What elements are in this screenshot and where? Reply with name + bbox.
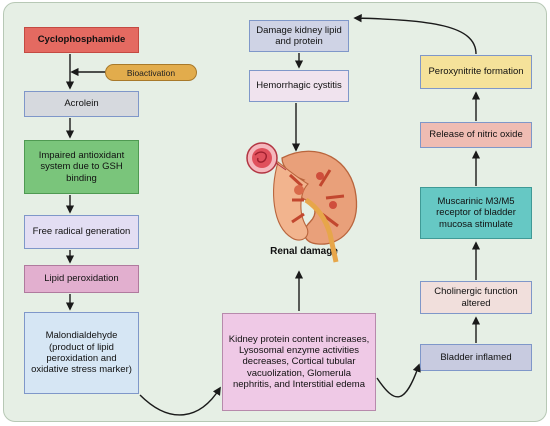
node-damage-kidney-label: Damage kidney lipid and protein bbox=[256, 24, 342, 47]
node-bladder-inflamed-label: Bladder inflamed bbox=[440, 351, 512, 363]
node-acrolein: Acrolein bbox=[24, 91, 139, 117]
node-damage-kidney: Damage kidney lipid and protein bbox=[249, 20, 349, 52]
arrow-kidney-bladder bbox=[376, 363, 421, 398]
node-cholinergic-label: Cholinergic function altered bbox=[434, 286, 518, 309]
node-muscarinic-label: Muscarinic M3/M5 receptor of bladder muc… bbox=[436, 195, 516, 230]
hemorrhage-zoom-icon bbox=[246, 142, 287, 174]
node-hemorrhagic-cystitis: Hemorrhagic cystitis bbox=[249, 70, 349, 102]
arrow-malondialdehyde-kidney bbox=[139, 386, 221, 416]
node-cyclophosphamide-label: Cyclophosphamide bbox=[37, 34, 126, 46]
node-nitric-oxide: Release of nitric oxide bbox=[420, 122, 532, 148]
node-acrolein-label: Acrolein bbox=[64, 98, 99, 110]
node-kidney-protein-label: Kidney protein content increases, Lysoso… bbox=[228, 333, 370, 391]
node-lipid-peroxidation: Lipid peroxidation bbox=[24, 265, 139, 293]
node-malondialdehyde: Malondialdehyde (product of lipid peroxi… bbox=[24, 312, 139, 394]
renal-damage-label: Renal damage bbox=[270, 246, 338, 257]
node-bioactivation: Bioactivation bbox=[105, 64, 197, 81]
node-kidney-protein: Kidney protein content increases, Lysoso… bbox=[222, 313, 376, 411]
node-peroxynitrite: Peroxynitrite formation bbox=[420, 55, 532, 89]
node-free-radical: Free radical generation bbox=[24, 215, 139, 249]
node-bioactivation-label: Bioactivation bbox=[126, 67, 176, 78]
node-malondialdehyde-label: Malondialdehyde (product of lipid peroxi… bbox=[31, 330, 132, 376]
node-lipid-peroxidation-label: Lipid peroxidation bbox=[44, 273, 119, 285]
arrow-peroxynitrite-damage bbox=[353, 13, 477, 55]
node-impaired-antioxidant: Impaired antioxidant system due to GSH b… bbox=[24, 140, 139, 194]
node-peroxynitrite-label: Peroxynitrite formation bbox=[428, 66, 524, 78]
kidney-icon bbox=[273, 150, 358, 263]
node-cyclophosphamide: Cyclophosphamide bbox=[24, 27, 139, 53]
node-nitric-oxide-label: Release of nitric oxide bbox=[429, 129, 523, 141]
node-cholinergic: Cholinergic function altered bbox=[420, 281, 532, 314]
node-muscarinic: Muscarinic M3/M5 receptor of bladder muc… bbox=[420, 187, 532, 239]
node-hemorrhagic-cystitis-label: Hemorrhagic cystitis bbox=[256, 80, 342, 92]
node-bladder-inflamed: Bladder inflamed bbox=[420, 344, 532, 371]
node-free-radical-label: Free radical generation bbox=[32, 226, 131, 238]
node-impaired-antioxidant-label: Impaired antioxidant system due to GSH b… bbox=[38, 149, 125, 184]
